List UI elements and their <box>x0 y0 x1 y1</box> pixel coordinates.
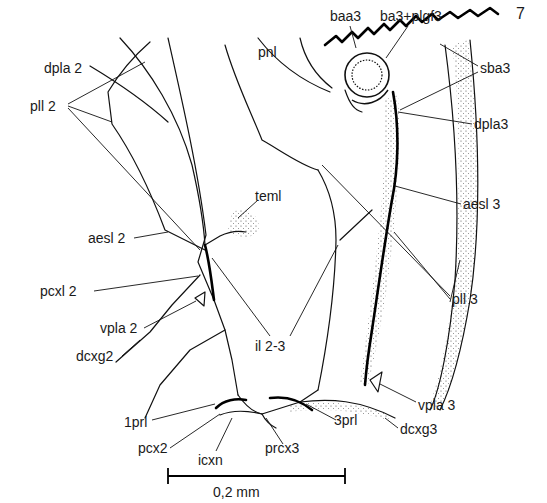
drawn-line <box>262 414 276 428</box>
drawn-line <box>116 275 200 362</box>
drawn-line <box>94 276 198 291</box>
drawn-line <box>344 468 346 484</box>
drawn-line <box>352 90 388 104</box>
drawn-line <box>195 292 205 306</box>
drawn-line <box>380 384 416 402</box>
drawn-line <box>90 66 168 122</box>
drawn-line <box>352 60 382 90</box>
drawn-line <box>108 42 205 250</box>
drawn-line <box>430 40 477 410</box>
part-label: pll 2 <box>30 98 56 114</box>
part-label: pcxl 2 <box>40 283 77 299</box>
part-label: teml <box>255 188 281 204</box>
part-label: vpla 3 <box>418 397 455 413</box>
scale-label: 0,2 mm <box>213 484 260 500</box>
part-label: aesl 2 <box>88 230 125 246</box>
scale-bar <box>168 468 345 484</box>
drawn-line <box>365 92 397 385</box>
drawn-line <box>212 258 270 336</box>
drawn-line <box>168 38 214 300</box>
drawn-line <box>290 245 338 336</box>
part-label: dpla3 <box>474 116 508 132</box>
drawn-line <box>440 44 478 66</box>
drawn-line <box>238 390 318 414</box>
drawn-line <box>167 468 169 484</box>
drawn-line <box>152 404 215 420</box>
thick-ridges <box>205 8 498 410</box>
part-label: 1prl <box>124 414 147 430</box>
drawn-line <box>144 301 196 328</box>
drawn-line <box>216 418 232 451</box>
drawn-line <box>134 232 168 238</box>
drawn-line <box>345 53 389 97</box>
drawn-line <box>205 231 246 245</box>
drawn-line <box>228 210 259 237</box>
drawn-line <box>386 26 408 58</box>
drawn-line <box>440 40 478 410</box>
part-label: icxn <box>198 452 223 468</box>
part-label: prcx3 <box>265 440 299 456</box>
drawn-line <box>430 45 457 410</box>
drawn-line <box>122 340 140 356</box>
drawn-line <box>360 95 399 385</box>
part-label: il 2-3 <box>255 338 285 354</box>
part-label: dpla 2 <box>44 60 82 76</box>
drawn-line <box>214 300 238 395</box>
drawn-line <box>370 372 382 392</box>
drawn-line <box>398 112 472 124</box>
drawn-line <box>325 8 498 45</box>
drawn-line <box>220 411 262 415</box>
drawn-line <box>400 72 478 110</box>
part-label: aesl 3 <box>463 196 500 212</box>
drawn-line <box>395 186 461 204</box>
part-label: 3prl <box>334 412 357 428</box>
drawn-line <box>258 38 330 92</box>
drawn-line <box>394 232 450 299</box>
drawn-line <box>225 45 318 170</box>
drawn-line <box>168 475 345 477</box>
part-label: pcx2 <box>138 440 168 456</box>
part-label: pll 3 <box>452 291 478 307</box>
drawn-line <box>350 26 356 48</box>
drawn-line <box>318 170 336 390</box>
part-label: dcxg2 <box>76 348 113 364</box>
part-label: pnl <box>258 44 277 60</box>
drawn-line <box>170 414 220 448</box>
part-label: sba3 <box>480 60 510 76</box>
figure-number: 7 <box>516 6 525 22</box>
part-label: dcxg3 <box>400 421 437 437</box>
drawn-line <box>68 106 112 122</box>
drawn-line <box>216 399 246 408</box>
drawn-line <box>306 404 336 420</box>
part-label: vpla 2 <box>100 320 137 336</box>
part-label: baa3 <box>330 8 361 24</box>
drawn-line <box>300 38 332 88</box>
spiracle <box>345 53 389 104</box>
part-label: ba3+plgf3 <box>380 8 442 24</box>
stippled-areas <box>228 40 477 420</box>
drawn-line <box>270 398 312 411</box>
drawn-line <box>205 245 214 300</box>
sclerite-outlines <box>90 38 478 428</box>
drawn-line <box>385 418 398 428</box>
leader-lines <box>68 26 478 451</box>
drawn-line <box>340 210 372 240</box>
drawn-line <box>68 108 200 250</box>
